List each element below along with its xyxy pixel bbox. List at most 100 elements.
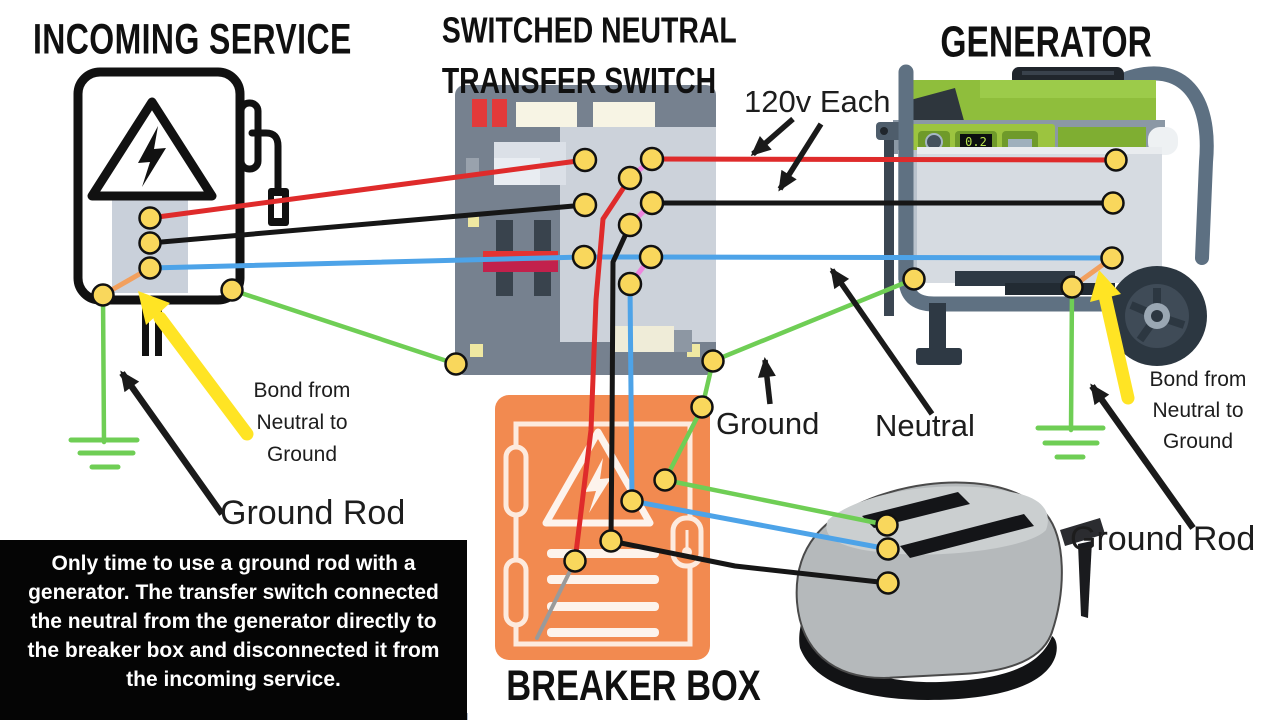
transfer-switch (455, 85, 716, 375)
switch-screw-1 (468, 216, 479, 227)
breaker-hinge-bottom (503, 557, 529, 628)
generator-skid-1 (955, 271, 1075, 286)
terminal-breaker-hot1 (563, 549, 587, 573)
terminal-switch-ground-out (701, 349, 725, 373)
switch-bottom-plate (612, 326, 674, 352)
terminal-generator-hot2 (1101, 191, 1125, 215)
bond-arrow-left (153, 311, 254, 441)
display-screen (960, 134, 992, 149)
terminal-switch-ground-in (444, 352, 468, 376)
ground-rod-label-left: Ground Rod (220, 494, 406, 532)
frame-bolt (880, 127, 888, 135)
annotation-arrows (119, 116, 1196, 530)
ground-rod-symbol-right (1035, 425, 1106, 460)
generator-foot (916, 348, 962, 365)
terminal-service-neutral (138, 256, 162, 280)
terminal-breaker-neutral (620, 489, 644, 513)
terminals (91, 146, 1128, 595)
lightning-bolt-icon (138, 126, 166, 187)
toaster-slot-2 (900, 514, 1034, 558)
transfer-switch-title-line1: SWITCHED NEUTRAL (441, 9, 737, 51)
generator-hood-vent (903, 88, 966, 128)
ground-label: Ground (716, 406, 820, 441)
toaster-top (826, 486, 1048, 555)
toaster (795, 481, 1105, 700)
terminal-generator-hot1 (1104, 148, 1128, 172)
breaker-box-body (495, 395, 710, 660)
generator-skid-2 (1005, 283, 1115, 295)
terminal-switch-mid-3 (617, 271, 643, 297)
ground-rod-arrow-left (119, 370, 225, 516)
breaker-tie-crimson (483, 261, 558, 272)
ground-arrow (757, 357, 776, 405)
terminal-generator-bond (1060, 275, 1084, 299)
terminal-switch-right-2 (639, 190, 665, 216)
terminal-service-hot1 (138, 206, 162, 230)
breaker-line-3 (547, 602, 659, 611)
bond-label-right: Bond from Neutral to Ground (1149, 368, 1247, 453)
ground-rod-symbol-left (68, 437, 140, 470)
bond-arrow-right-head (1090, 270, 1121, 302)
service-meter-slot (274, 196, 282, 218)
voltage-arrow-red (750, 116, 795, 157)
breaker-box (495, 395, 710, 660)
switch-bottom-block (674, 330, 692, 352)
caption-box: Only time to use a ground rod with a gen… (0, 540, 467, 720)
breaker-line-1 (547, 549, 659, 558)
neutral-arrow (829, 267, 935, 416)
terminal-service-hot2 (138, 231, 162, 255)
neutral-label: Neutral (875, 408, 975, 443)
terminal-switch-left-2 (572, 192, 598, 218)
terminal-switch-mid-2 (617, 212, 643, 238)
wire-hot2-switch-to-toaster (608, 222, 891, 586)
terminal-switch-mid-1 (617, 165, 643, 191)
wire-hot1-switch-to-generator (649, 156, 1119, 163)
generator-panel-highlight (917, 147, 1162, 154)
toaster-base (799, 618, 1057, 700)
breaker-warning-triangle-icon (542, 428, 654, 527)
toaster-lever-knob (1060, 518, 1105, 546)
voltage-label: 120v Each (744, 84, 891, 119)
switch-screw-2 (470, 344, 483, 357)
terminal-generator-frame (902, 267, 926, 291)
wheel-hub-center (1151, 310, 1163, 322)
ground-rod-arrow-right (1089, 383, 1196, 530)
frame-rear-post (884, 126, 894, 316)
terminal-breaker-ground (653, 468, 677, 492)
generator-top-handle-groove (1022, 71, 1114, 75)
breaker-tie-red (483, 251, 558, 261)
ground-rod-label-right: Ground Rod (1070, 520, 1256, 558)
wire-stub-breaker (535, 559, 577, 640)
wire-ground-switch-to-generator (710, 276, 917, 364)
wire-ground-service-to-rod (100, 292, 107, 445)
terminal-switch-right-3 (638, 244, 664, 270)
bond-arrow-left-head (138, 291, 170, 325)
wire-ground-generator-to-rod (1068, 284, 1075, 433)
terminal-generator-neutral (1100, 246, 1124, 270)
terminal-breaker-ground-top (690, 395, 714, 419)
indicator-bar-2 (492, 99, 507, 127)
transfer-switch-title-line2: TRANSFER SWITCH (441, 60, 717, 101)
terminal-breaker-hot2 (599, 529, 623, 553)
transfer-switch-title: SWITCHED NEUTRAL TRANSFER SWITCH (441, 5, 737, 106)
incoming-service-title: INCOMING SERVICE (33, 16, 352, 64)
panel-conduit-left (142, 299, 149, 356)
service-drop-pipe (248, 129, 282, 194)
terminal-switch-left-3 (571, 244, 597, 270)
terminal-service-ground (220, 278, 244, 302)
generator-title: GENERATOR (940, 18, 1152, 67)
bond-arrow-right (1098, 289, 1135, 405)
outlet-slot (1008, 139, 1032, 149)
terminal-toaster-ground (875, 513, 899, 537)
wire-hot1-service-to-switch (147, 157, 588, 221)
generator: 0.2 (876, 64, 1214, 366)
breaker-line-2 (547, 575, 659, 584)
breaker-hinge-top (503, 444, 529, 518)
switch-label-plate-2 (593, 102, 655, 127)
breaker-lightning-icon (585, 458, 611, 513)
wire-ground-service-to-switch (229, 287, 459, 367)
terminal-service-bond (91, 283, 115, 307)
terminal-switch-left-1 (572, 147, 598, 173)
generator-hood-highlight (980, 80, 1156, 98)
